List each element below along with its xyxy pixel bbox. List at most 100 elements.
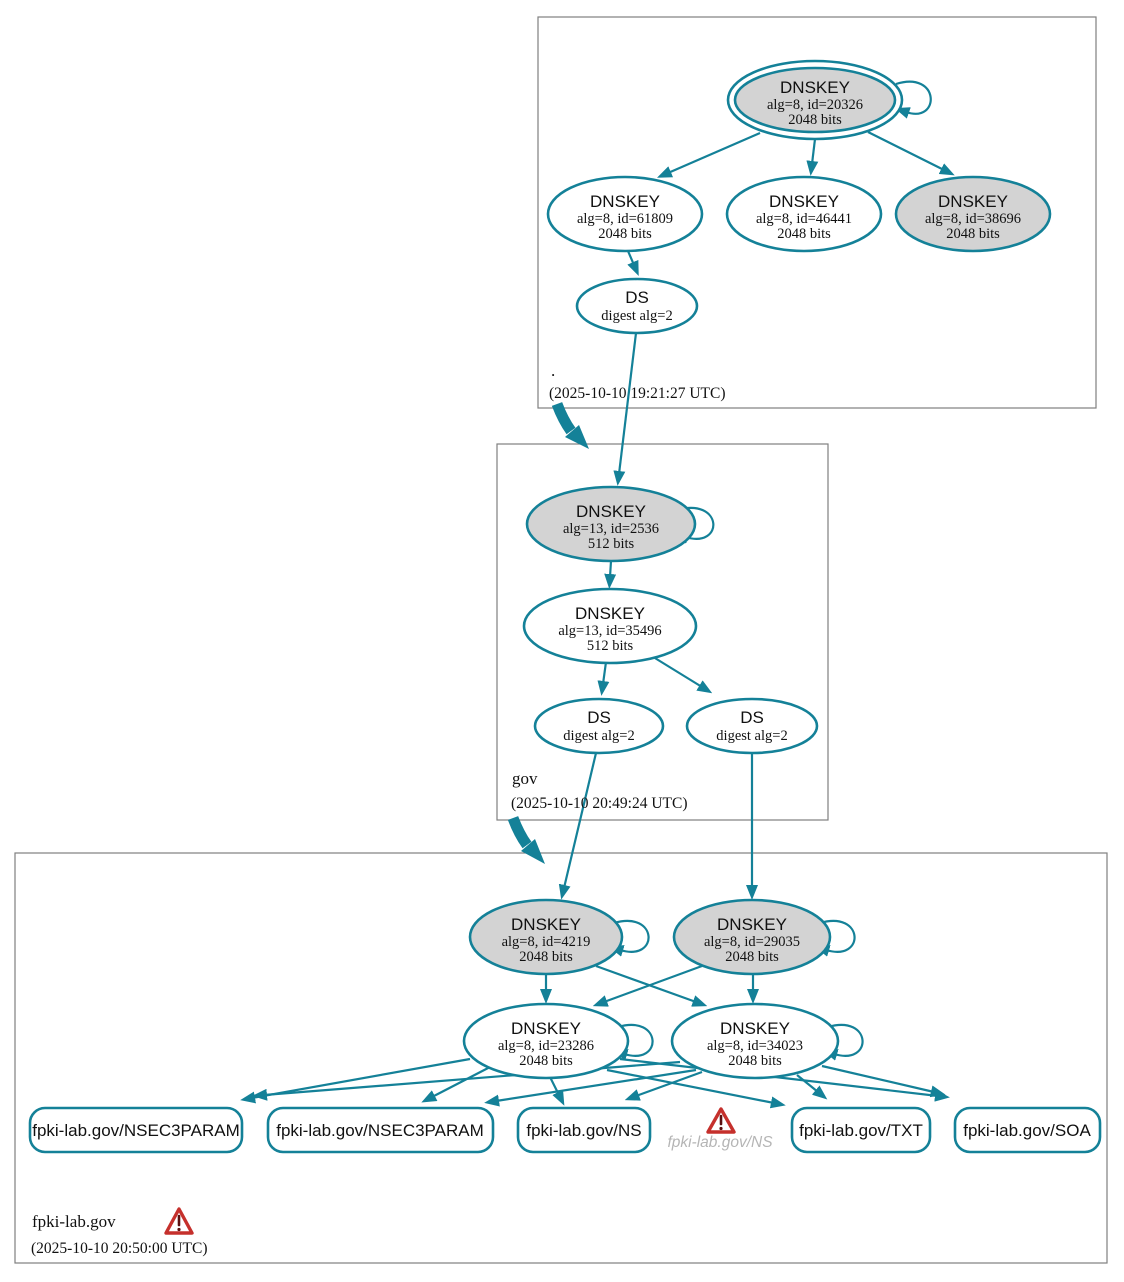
node-fpki-ksk-29035[interactable]: DNSKEY alg=8, id=29035 2048 bits <box>672 898 832 976</box>
node-title: DNSKEY <box>769 192 839 211</box>
node-bits: 2048 bits <box>946 226 1000 242</box>
node-root-ksk-20326[interactable]: DNSKEY alg=8, id=20326 2048 bits <box>726 59 904 141</box>
rrset-label: fpki-lab.gov/SOA <box>963 1121 1091 1140</box>
node-rrset-soa[interactable]: fpki-lab.gov/SOA <box>953 1106 1102 1154</box>
selfloop-fpki-ksk-29035 <box>814 919 856 957</box>
edge-zsk34023-to-nsec3param2 <box>484 1068 697 1107</box>
node-fpki-zsk-23286[interactable]: DNSKEY alg=8, id=23286 2048 bits <box>462 1002 630 1080</box>
selfloop-root-ksk-20326 <box>894 80 932 119</box>
zone-timestamp-root: (2025-10-10 19:21:27 UTC) <box>549 385 726 402</box>
edge-zsk34023-to-soa <box>821 1064 946 1098</box>
rrset-box[interactable] <box>28 1106 244 1154</box>
node-fpki-ksk-4219[interactable]: DNSKEY alg=8, id=4219 2048 bits <box>468 898 624 976</box>
node-title: DNSKEY <box>720 1019 790 1038</box>
node-gov-ksk-2536[interactable]: DNSKEY alg=13, id=2536 512 bits <box>525 485 697 563</box>
node-detail: alg=8, id=34023 <box>707 1038 803 1054</box>
rrset-label: fpki-lab.gov/NSEC3PARAM <box>32 1121 240 1140</box>
rrset-label: fpki-lab.gov/TXT <box>799 1121 923 1140</box>
node-root-zsk-61809[interactable]: DNSKEY alg=8, id=61809 2048 bits <box>546 175 704 253</box>
node-gov-zsk-35496[interactable]: DNSKEY alg=13, id=35496 512 bits <box>522 587 698 665</box>
node-title: DNSKEY <box>938 192 1008 211</box>
edge-ksk20326-to-zsk61809 <box>656 131 761 178</box>
node-detail: alg=8, id=61809 <box>577 211 673 227</box>
node-fpki-zsk-34023[interactable]: DNSKEY alg=8, id=34023 2048 bits <box>670 1002 840 1080</box>
delegation-arrow-shaft <box>551 402 576 435</box>
node-rrset-ns-error-ghost[interactable]: fpki-lab.gov/NS <box>667 1107 773 1151</box>
node-gov-ds-1[interactable]: DS digest alg=2 <box>533 697 665 755</box>
edge-zsk34023-to-nsec3param1 <box>252 1060 681 1101</box>
node-detail: alg=8, id=38696 <box>925 211 1021 227</box>
node-bits: 2048 bits <box>519 949 573 965</box>
delegation-arrow-root-to-gov <box>551 402 589 449</box>
rrset-label: fpki-lab.gov/NSEC3PARAM <box>276 1121 484 1140</box>
node-title: DS <box>625 288 649 307</box>
node-title: DNSKEY <box>511 915 581 934</box>
node-rrset-nsec3param-2[interactable]: fpki-lab.gov/NSEC3PARAM <box>266 1106 495 1154</box>
rrset-box[interactable] <box>266 1106 495 1154</box>
node-root-ksk-38696[interactable]: DNSKEY alg=8, id=38696 2048 bits <box>894 175 1052 253</box>
node-detail: alg=8, id=46441 <box>756 211 852 227</box>
dnskey-ellipse[interactable] <box>546 175 704 253</box>
node-rrset-ns[interactable]: fpki-lab.gov/NS <box>516 1106 652 1154</box>
rrset-box[interactable] <box>516 1106 652 1154</box>
warning-exclamation-dot <box>719 1126 723 1131</box>
node-detail: alg=13, id=35496 <box>558 623 661 639</box>
zone-label-fpki: fpki-lab.gov <box>32 1212 116 1231</box>
node-root-ds[interactable]: DS digest alg=2 <box>575 277 699 335</box>
ds-ellipse[interactable] <box>685 697 819 755</box>
dnskey-ellipse[interactable] <box>725 175 883 253</box>
node-rrset-nsec3param-1[interactable]: fpki-lab.gov/NSEC3PARAM <box>28 1106 244 1154</box>
node-bits: 2048 bits <box>728 1053 782 1069</box>
dnskey-ellipse[interactable] <box>468 898 624 976</box>
node-detail: alg=8, id=4219 <box>502 934 591 950</box>
node-gov-ds-2[interactable]: DS digest alg=2 <box>685 697 819 755</box>
rrset-box[interactable] <box>790 1106 932 1154</box>
node-title: DS <box>740 708 764 727</box>
zone-label-root: . <box>551 361 555 380</box>
node-detail: alg=13, id=2536 <box>563 521 659 537</box>
edge-zsk35496-to-ds2 <box>649 654 713 694</box>
node-title: DNSKEY <box>590 192 660 211</box>
dnskey-ellipse[interactable] <box>462 1002 630 1080</box>
dnskey-ellipse[interactable] <box>522 587 698 665</box>
node-rrset-txt[interactable]: fpki-lab.gov/TXT <box>790 1106 932 1154</box>
node-bits: 2048 bits <box>788 112 842 128</box>
edge-zsk61809-to-ds <box>626 250 639 277</box>
zone-label-gov: gov <box>512 769 538 788</box>
edge-zsk34023-to-ns <box>624 1070 703 1101</box>
edge-ksk29035-to-zsk23286 <box>592 964 703 1007</box>
node-detail: digest alg=2 <box>601 308 672 324</box>
selfloop-gov-ksk-2536 <box>673 506 715 544</box>
node-bits: 512 bits <box>588 536 635 552</box>
node-bits: 2048 bits <box>777 226 831 242</box>
node-title: DS <box>587 708 611 727</box>
node-title: DNSKEY <box>717 915 787 934</box>
node-title: DNSKEY <box>511 1019 581 1038</box>
ds-ellipse[interactable] <box>533 697 665 755</box>
node-detail: alg=8, id=20326 <box>767 97 863 113</box>
ds-ellipse[interactable] <box>575 277 699 335</box>
node-detail: digest alg=2 <box>563 728 634 744</box>
dnskey-ellipse[interactable] <box>672 898 832 976</box>
node-root-zsk-46441[interactable]: DNSKEY alg=8, id=46441 2048 bits <box>725 175 883 253</box>
node-bits: 2048 bits <box>519 1053 573 1069</box>
delegation-arrow-gov-to-fpki <box>507 816 545 864</box>
edge-govds1-to-fpki-ksk4219 <box>558 752 598 900</box>
dnskey-ellipse[interactable] <box>894 175 1052 253</box>
delegation-arrow-head <box>565 425 589 449</box>
node-detail: alg=8, id=23286 <box>498 1038 594 1054</box>
rrset-ghost-label: fpki-lab.gov/NS <box>667 1134 773 1151</box>
ksk-inner-ring <box>733 66 897 134</box>
delegation-arrow-shaft <box>507 816 532 849</box>
node-bits: 2048 bits <box>598 226 652 242</box>
zone-timestamp-fpki: (2025-10-10 20:50:00 UTC) <box>31 1240 208 1257</box>
selfloop-fpki-zsk-23286 <box>612 1023 654 1061</box>
dnskey-ellipse[interactable] <box>670 1002 840 1080</box>
dnskey-ellipse[interactable] <box>525 485 697 563</box>
warning-exclamation-dot <box>177 1227 181 1232</box>
node-title: DNSKEY <box>575 604 645 623</box>
zone-warning-fpki <box>164 1207 194 1235</box>
rrset-box[interactable] <box>953 1106 1102 1154</box>
